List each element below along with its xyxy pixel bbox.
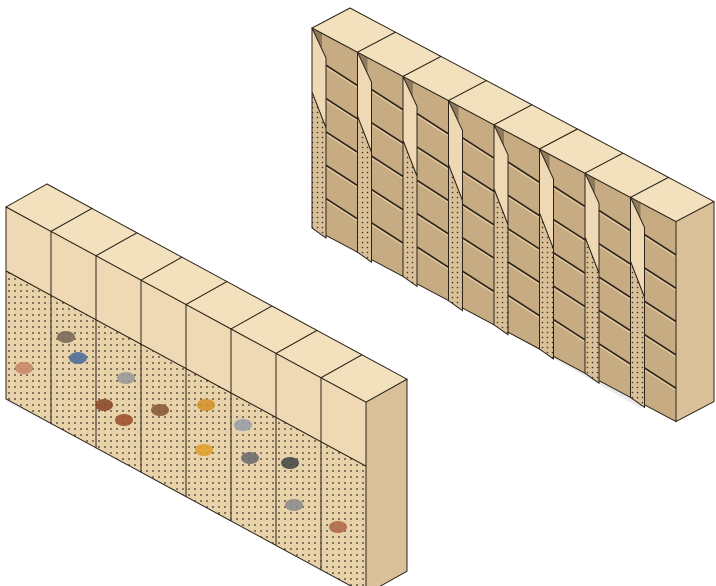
closed-cabinet bbox=[319, 354, 409, 586]
animal-sticker bbox=[115, 414, 133, 426]
pegboard-door bbox=[140, 343, 187, 498]
pegboard-door bbox=[5, 270, 52, 425]
open-door-pegboard bbox=[357, 116, 372, 264]
open-cabinet bbox=[310, 7, 397, 254]
open-door-pegboard bbox=[402, 140, 418, 288]
open-cabinet bbox=[492, 104, 579, 350]
animal-sticker bbox=[281, 457, 299, 469]
animal-sticker bbox=[69, 352, 87, 364]
open-door-pegboard bbox=[493, 188, 509, 336]
cabinet-side-panel bbox=[365, 378, 408, 586]
closed-cabinet bbox=[229, 305, 319, 547]
open-cabinet bbox=[538, 128, 625, 375]
pegboard-door bbox=[320, 440, 367, 586]
pegboard-door bbox=[275, 416, 322, 571]
open-door-pegboard bbox=[584, 237, 600, 385]
animal-sticker bbox=[117, 372, 135, 384]
animal-sticker bbox=[241, 452, 259, 464]
open-door-pegboard bbox=[448, 164, 463, 312]
animal-sticker bbox=[234, 419, 252, 431]
open-cabinet-row bbox=[310, 7, 716, 423]
open-cabinet bbox=[583, 152, 670, 399]
animal-sticker bbox=[197, 399, 215, 411]
pegboard-door bbox=[230, 392, 277, 547]
animal-sticker bbox=[195, 444, 213, 456]
cabinet-side-panel bbox=[675, 200, 715, 423]
pegboard-door bbox=[185, 367, 232, 522]
pegboard-door bbox=[95, 318, 142, 474]
open-door-pegboard bbox=[539, 212, 554, 360]
open-cabinet bbox=[401, 55, 488, 302]
closed-cabinet-row bbox=[4, 183, 410, 586]
animal-sticker bbox=[285, 499, 303, 511]
animal-sticker bbox=[95, 399, 113, 411]
open-cabinet bbox=[629, 176, 716, 423]
open-cabinet bbox=[447, 80, 534, 326]
animal-sticker bbox=[329, 521, 347, 533]
open-door-pegboard bbox=[311, 91, 327, 239]
open-door-pegboard bbox=[630, 261, 645, 409]
animal-sticker bbox=[15, 362, 33, 374]
animal-sticker bbox=[151, 404, 169, 416]
open-cabinet bbox=[356, 31, 443, 278]
pegboard-door bbox=[50, 294, 97, 449]
closed-cabinet bbox=[274, 329, 364, 571]
animal-sticker bbox=[57, 331, 75, 343]
closed-cabinet bbox=[184, 281, 274, 522]
